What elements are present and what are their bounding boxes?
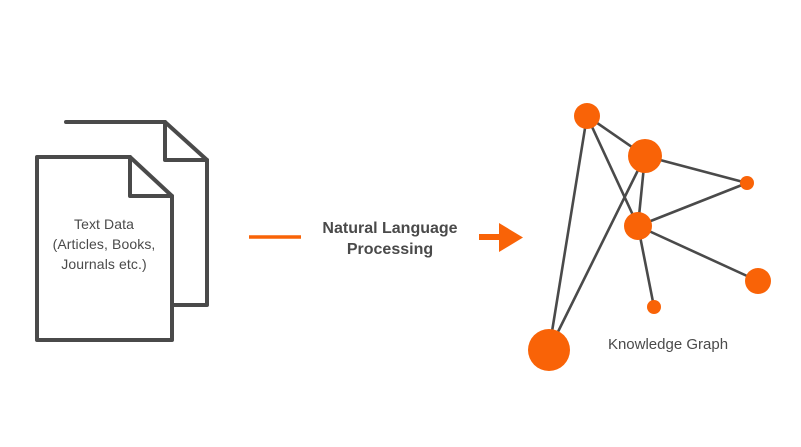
source-label-line-2: (Articles, Books,: [52, 236, 156, 252]
graph-node: [647, 300, 661, 314]
output-label: Knowledge Graph: [607, 336, 729, 353]
graph-edge: [636, 181, 749, 228]
graph-edge: [643, 154, 749, 185]
document-front-shape: [35, 155, 174, 342]
knowledge-graph-icon: [528, 103, 771, 371]
graph-node: [574, 103, 600, 129]
process-label: Natural Language Processing: [300, 218, 480, 260]
graph-node: [628, 139, 662, 173]
graph-node: [740, 176, 754, 190]
documents-icon: [35, 120, 209, 342]
graph-node: [745, 268, 771, 294]
source-label-line-1: Text Data: [73, 216, 135, 232]
graph-edge: [547, 154, 647, 352]
process-label-line-1: Natural Language: [322, 220, 458, 237]
process-label-line-2: Processing: [346, 241, 434, 258]
document-back-fold: [163, 120, 209, 162]
arrow-right-icon: [499, 223, 523, 252]
source-label: Text Data (Articles, Books, Journals etc…: [38, 214, 170, 274]
document-front-fold: [128, 155, 174, 198]
graph-edge: [585, 114, 640, 228]
graph-nodes: [528, 103, 771, 371]
graph-node: [528, 329, 570, 371]
graph-edge: [547, 114, 589, 352]
process-connector: [249, 223, 523, 252]
graph-edge: [636, 224, 760, 283]
graph-node: [624, 212, 652, 240]
source-label-line-3: Journals etc.): [61, 256, 147, 272]
